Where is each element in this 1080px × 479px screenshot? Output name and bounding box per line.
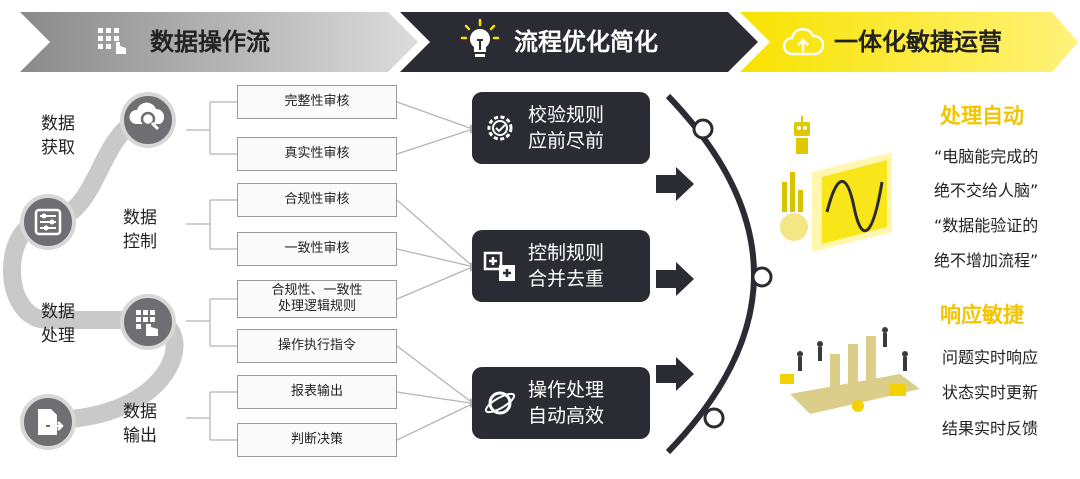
check-completeness: 完整性审核 [237, 85, 397, 119]
arrow-right-2-icon [656, 262, 694, 296]
automation-illustration [772, 112, 922, 262]
arrow-right-3-icon [656, 357, 694, 391]
arc-node-3 [705, 409, 723, 427]
auto-line-2: 绝不交给人脑” [934, 180, 1038, 202]
rule-validation: 校验规则 应前尽前 [472, 92, 650, 164]
auto-line-4: 绝不增加流程” [934, 250, 1038, 272]
auto-line-3: “数据能验证的 [934, 215, 1038, 237]
robot-icon [794, 116, 810, 154]
rule-operation-line2: 自动高效 [528, 403, 604, 429]
agile-title: 响应敏捷 [940, 299, 1024, 329]
teamwork-illustration [770, 314, 930, 424]
check-authenticity: 真实性审核 [237, 137, 397, 171]
rule-control-line1: 控制规则 [528, 240, 604, 266]
check-execute-command: 操作执行指令 [237, 329, 397, 363]
check-logic-rules: 合规性、一致性处理逻辑规则 [237, 280, 397, 318]
planet-icon [482, 385, 518, 421]
check-report-output: 报表输出 [237, 375, 397, 409]
rule-control-line2: 合并去重 [528, 266, 604, 292]
agile-line-3: 结果实时反馈 [942, 418, 1038, 440]
auto-line-1: “电脑能完成的 [934, 146, 1038, 168]
rule-control: 控制规则 合并去重 [472, 230, 650, 302]
arrow-right-1-icon [656, 167, 694, 201]
auto-title: 处理自动 [940, 100, 1024, 130]
agile-line-2: 状态实时更新 [942, 382, 1038, 404]
rule-validation-line1: 校验规则 [528, 102, 604, 128]
rule-operation-line1: 操作处理 [528, 377, 604, 403]
arc-node-1 [694, 120, 712, 138]
agile-line-1: 问题实时响应 [942, 347, 1038, 369]
check-compliance: 合规性审核 [237, 183, 397, 217]
gear-check-icon [482, 110, 518, 146]
check-decision: 判断决策 [237, 423, 397, 457]
merge-plus-icon [482, 248, 518, 284]
rule-validation-line2: 应前尽前 [528, 128, 604, 154]
arc-node-2 [753, 268, 771, 286]
check-consistency: 一致性审核 [237, 232, 397, 266]
rule-operation: 操作处理 自动高效 [472, 367, 650, 439]
